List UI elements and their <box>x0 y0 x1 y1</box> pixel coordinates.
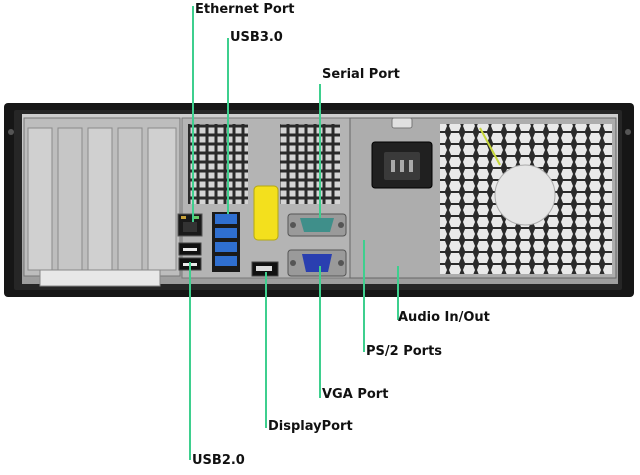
label-usb2: USB2.0 <box>192 453 245 468</box>
label-serial-port: Serial Port <box>322 67 400 82</box>
vent-grille-icon <box>280 124 340 204</box>
expansion-slot-icon <box>57 127 83 271</box>
label-displayport: DisplayPort <box>268 419 353 434</box>
power-supply <box>349 117 617 279</box>
serial-connector-icon <box>287 213 347 237</box>
callout-lines <box>189 6 399 460</box>
usb3-ports-icon <box>212 212 240 272</box>
label-vga-port: VGA Port <box>322 387 389 402</box>
label-ethernet-port: Ethernet Port <box>195 2 295 17</box>
expansion-slot-icon <box>147 127 177 271</box>
label-ps2-ports: PS/2 Ports <box>366 344 443 359</box>
expansion-slot-icon <box>27 127 53 271</box>
expansion-slot-icon <box>87 127 113 271</box>
expansion-slot-icon <box>117 127 143 271</box>
release-tab <box>253 185 279 241</box>
vga-connector-icon <box>287 249 347 277</box>
vent-grille-icon <box>188 124 248 204</box>
expansion-slots <box>23 117 181 287</box>
ethernet-jack-icon <box>177 213 203 237</box>
label-usb3: USB3.0 <box>230 30 283 45</box>
fan-grille-icon <box>440 124 612 274</box>
label-audio-in-out: Audio In/Out <box>398 310 490 325</box>
power-socket-icon <box>371 141 433 189</box>
